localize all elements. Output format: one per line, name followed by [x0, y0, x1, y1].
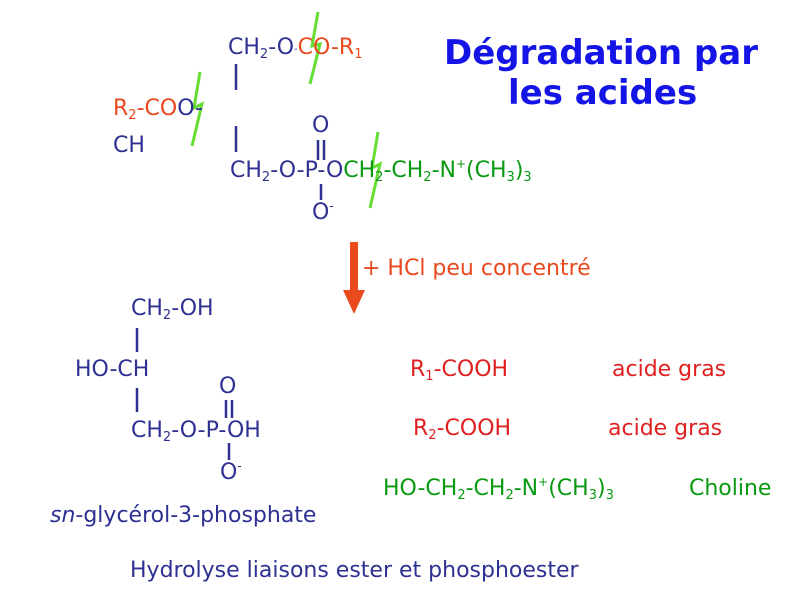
lipid-ch: CH: [113, 133, 145, 158]
footer-caption: Hydrolyse liaisons ester et phosphoester: [130, 558, 579, 583]
cleavage-mark-3: [368, 131, 383, 209]
glycerol-name: sn-glycérol-3-phosphate: [50, 503, 317, 528]
lipid-phos-top-o: O: [312, 113, 330, 138]
cleavage-mark-2: [190, 71, 205, 147]
choline-formula: HO-CH2-CH2-N+(CH3)3: [383, 475, 614, 503]
title-line-1: Dégradation par: [444, 33, 758, 73]
glycerol-line-1: CH2-OH: [131, 296, 214, 323]
lipid-r2-row: R2-COO-: [113, 96, 204, 123]
reagent-label: + HCl peu concentré: [362, 256, 591, 281]
lipid-bottom-row: CH2-O-P-OCH2-CH2-N+(CH3)3: [230, 157, 532, 185]
glycerol-line-2: HO-CH: [75, 357, 150, 382]
reaction-arrow-shaft: [350, 242, 358, 292]
glycerol-phos-bottom-o: O-: [220, 459, 242, 485]
lipid-phos-bottom-o: O-: [312, 199, 334, 225]
product-r1-label: acide gras: [612, 357, 727, 382]
product-r1-formula: R1-COOH: [410, 357, 509, 384]
reaction-arrow-head: [343, 290, 365, 314]
cleavage-mark-1: [308, 11, 323, 85]
choline-label: Choline: [689, 476, 772, 501]
glycerol-phos-top-o: O: [219, 374, 237, 399]
glycerol-line-3: CH2-O-P-OH: [131, 418, 261, 445]
product-r2-formula: R2-COOH: [413, 416, 512, 443]
title-line-2: les acides: [508, 73, 698, 113]
product-r2-label: acide gras: [608, 416, 723, 441]
lipid-top-row: CH2-O-CO-R1: [228, 35, 363, 62]
